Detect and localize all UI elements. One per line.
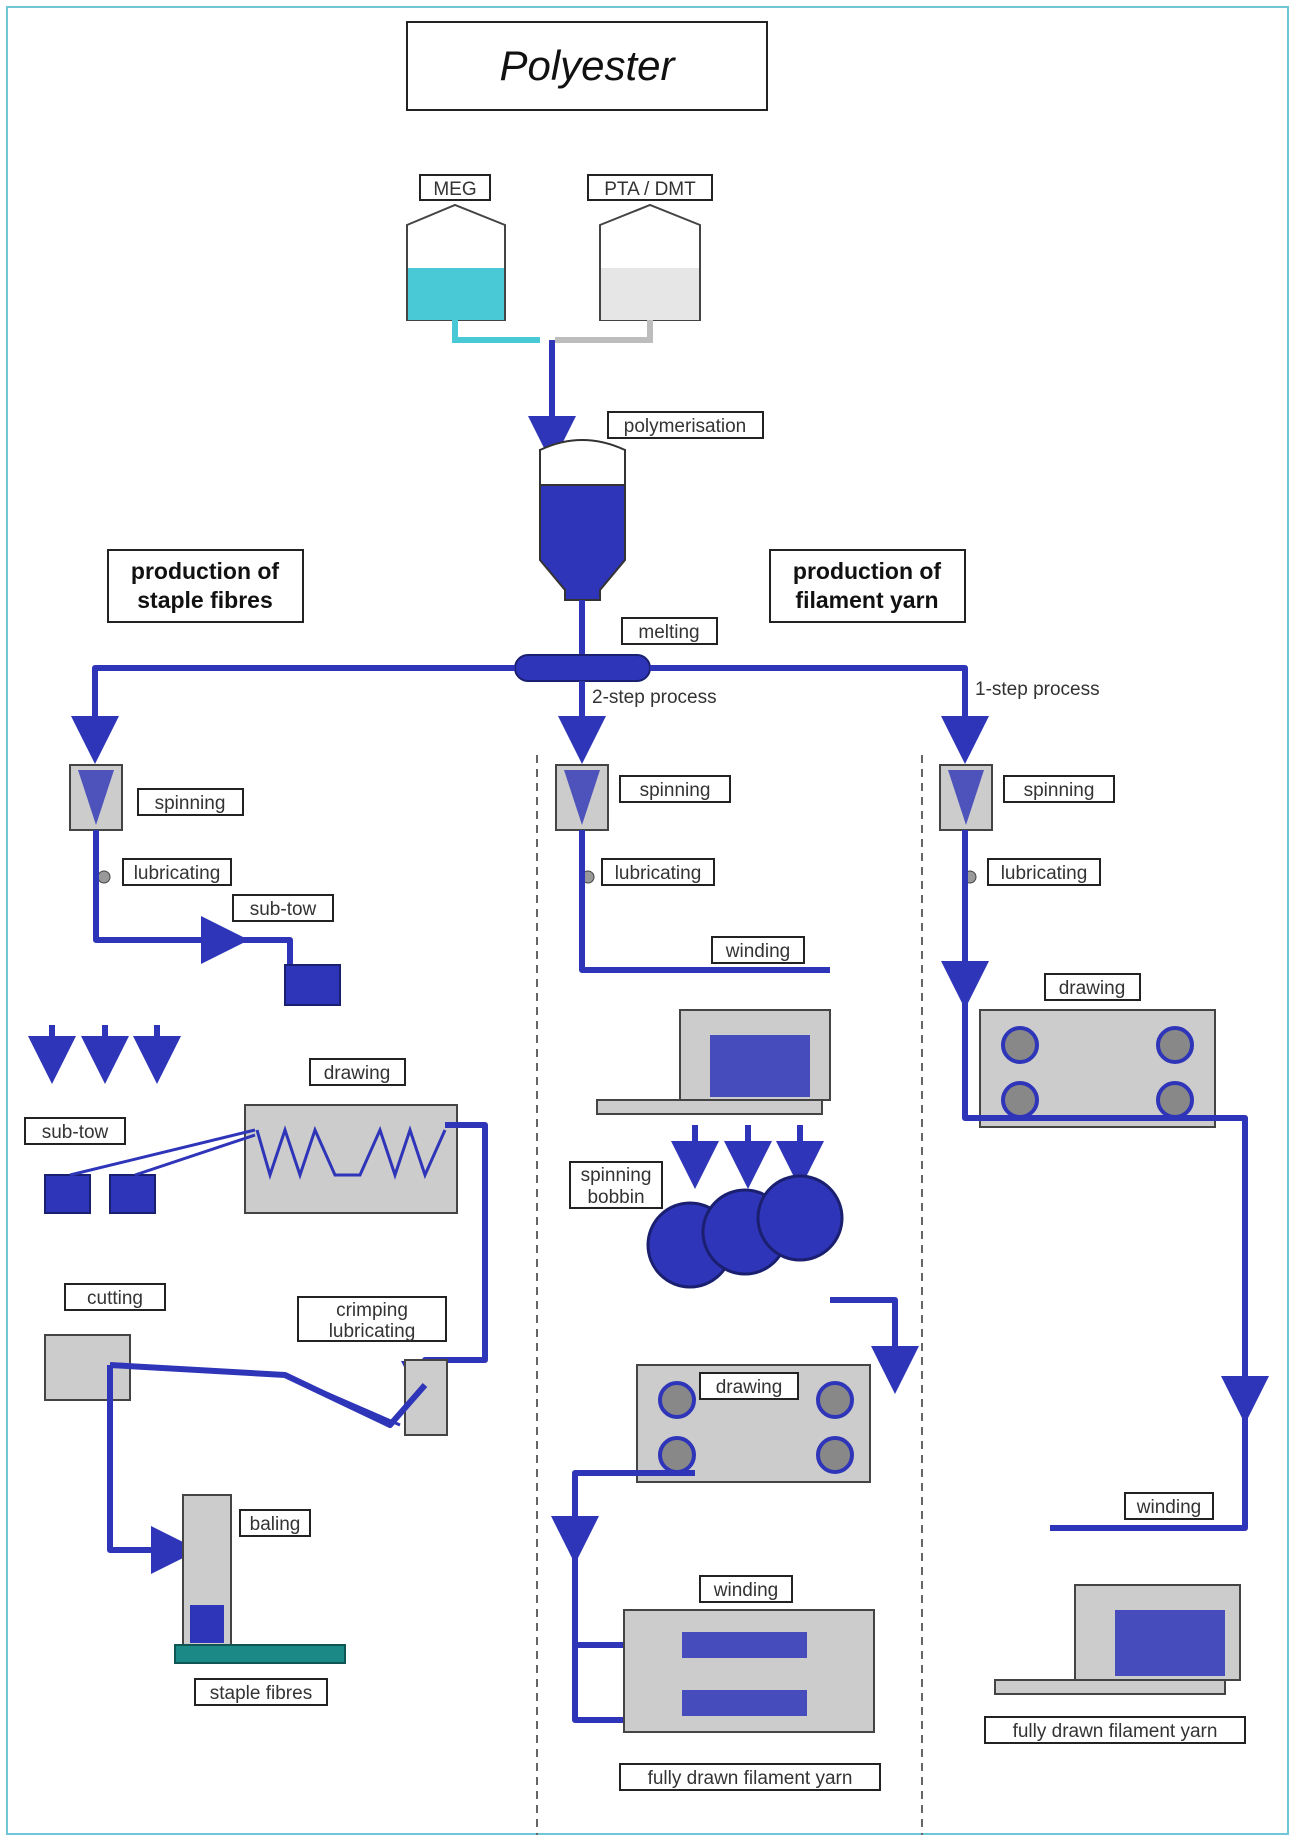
pta-pipe <box>555 320 653 343</box>
staple-section-box <box>107 549 304 623</box>
twostep-flow-2 <box>830 1297 919 1394</box>
staple-drawing-box <box>309 1058 406 1086</box>
onestep-lubricating-label: lubricating <box>1001 863 1088 884</box>
polymerisation-label-box <box>607 411 764 439</box>
staple-lubricating-box <box>122 858 232 886</box>
subtow1-box <box>232 894 334 922</box>
bobbin-3 <box>756 1174 844 1262</box>
onestep-flow-2 <box>962 985 1269 1424</box>
onestep-winding-box <box>1124 1492 1214 1520</box>
cutting-box <box>64 1283 166 1311</box>
melting-label-box <box>621 617 718 645</box>
twostep-lubricating-label: lubricating <box>615 863 702 884</box>
onestep-drawing-box <box>1044 973 1141 1001</box>
filament-section-line1: production of <box>793 558 942 584</box>
crimping-label-line2: lubricating <box>329 1321 416 1342</box>
polymerisation-label: polymerisation <box>624 416 747 437</box>
filament-section-line2: filament yarn <box>795 587 938 613</box>
subtow2-box <box>24 1117 126 1145</box>
onestep-winding-label: winding <box>1136 1497 1201 1518</box>
title-box <box>406 21 768 111</box>
staple-spinning-box <box>137 788 244 816</box>
onestep-output-label: fully drawn filament yarn <box>1013 1721 1218 1742</box>
staple-spinning-label: spinning <box>155 793 226 814</box>
meg-label: MEG <box>433 179 476 200</box>
pta-label: PTA / DMT <box>604 179 696 200</box>
bobbin-label-line1: spinning <box>581 1165 652 1186</box>
onestep-godet-1 <box>1001 1026 1039 1064</box>
one-step-label: 1-step process <box>975 679 1100 700</box>
staple-flow-4 <box>107 1365 199 1574</box>
onestep-godet-2 <box>1156 1026 1194 1064</box>
crimper <box>404 1359 448 1436</box>
melting-label: melting <box>638 622 699 643</box>
melter <box>514 654 651 682</box>
baling-box <box>239 1509 311 1537</box>
staple-drawing-label: drawing <box>324 1063 391 1084</box>
staple-flow-3 <box>109 1362 428 1428</box>
pta-content <box>601 268 699 320</box>
bobbin-label-line2: bobbin <box>587 1187 644 1208</box>
twostep-flow-3 <box>551 1470 695 1564</box>
staple-section-line2: staple fibres <box>137 587 273 613</box>
polymerisation-vessel <box>539 449 626 601</box>
subtow2-label: sub-tow <box>42 1122 109 1143</box>
baling-label: baling <box>250 1514 301 1535</box>
diagram-frame <box>6 6 1289 1835</box>
twostep-lubricating-box <box>601 858 715 886</box>
twostep-winding2-box <box>699 1575 793 1603</box>
onestep-spinning-label: spinning <box>1024 780 1095 801</box>
staple-feed <box>71 665 515 764</box>
subtow-can <box>284 964 341 1006</box>
two-step-label: 2-step process <box>592 687 717 708</box>
staple-drawing-frame <box>244 1104 458 1214</box>
staple-section-line1: production of <box>131 558 280 584</box>
onestep-spinning-box <box>1003 775 1115 803</box>
bale-conveyor <box>174 1644 346 1664</box>
twostep-winding1-label: winding <box>725 941 790 962</box>
bobbin-box <box>569 1161 663 1209</box>
twostep-flow-1 <box>579 830 830 973</box>
twostep-winder-base <box>596 1099 823 1115</box>
staple-output-label: staple fibres <box>210 1683 312 1704</box>
onestep-winder-base <box>994 1679 1226 1695</box>
twostep-drawing-box <box>699 1372 799 1400</box>
meg-liquid <box>408 268 504 320</box>
twostep-drawing-label: drawing <box>716 1377 783 1398</box>
filament-section-box <box>769 549 966 623</box>
crimping-box <box>297 1296 447 1342</box>
twostep-winding2-label: winding <box>713 1580 778 1601</box>
onestep-lubricating-box <box>987 858 1101 886</box>
crimping-label-line1: crimping <box>336 1300 408 1321</box>
twostep-godet-2 <box>816 1381 854 1419</box>
pta-label-box <box>587 174 713 201</box>
diagram-title: Polyester <box>499 42 676 89</box>
staple-flow-1 <box>93 830 249 964</box>
meg-label-box <box>419 174 491 201</box>
staple-lubricating-label: lubricating <box>134 863 221 884</box>
twostep-output-box <box>619 1763 881 1791</box>
twostep-spinning-label: spinning <box>640 780 711 801</box>
cutting-label: cutting <box>87 1288 143 1309</box>
onestep-feed <box>650 665 989 764</box>
subtow1-label: sub-tow <box>250 899 317 920</box>
onestep-output-box <box>984 1716 1246 1744</box>
twostep-output-label: fully drawn filament yarn <box>648 1768 853 1789</box>
onestep-drawing-label: drawing <box>1059 978 1126 999</box>
staple-output-box <box>194 1678 328 1706</box>
twostep-godet-1 <box>658 1381 696 1419</box>
twostep-winding1-box <box>711 936 805 964</box>
meg-pipe <box>452 320 540 343</box>
twostep-spinning-box <box>619 775 731 803</box>
